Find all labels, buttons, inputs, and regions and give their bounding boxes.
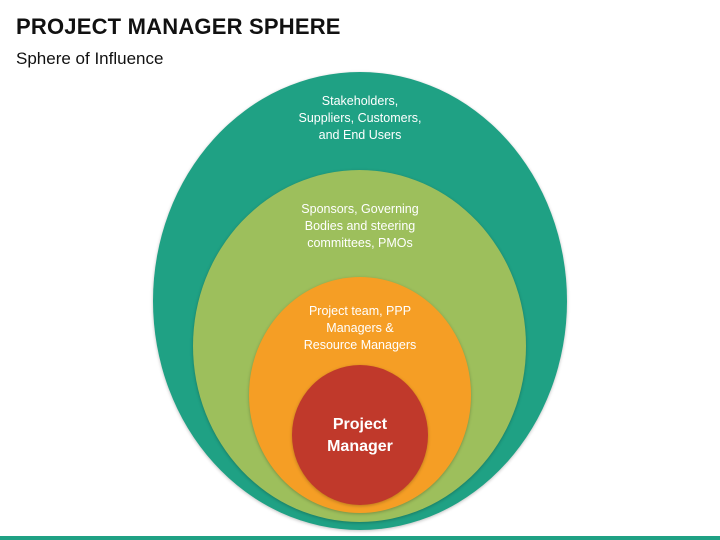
page-subtitle: Sphere of Influence xyxy=(16,49,164,68)
ring-label-outer: Stakeholders, Suppliers, Customers, and … xyxy=(298,94,422,142)
ring-label-core: Project Manager xyxy=(327,416,393,455)
bottom-accent-bar xyxy=(0,536,720,540)
ring-label-third: Project team, PPP Managers & Resource Ma… xyxy=(303,304,417,352)
sphere-ring-core xyxy=(292,365,428,505)
ring-label-second: Sponsors, Governing Bodies and steering … xyxy=(301,202,419,250)
page-title: PROJECT MANAGER SPHERE xyxy=(16,14,341,39)
